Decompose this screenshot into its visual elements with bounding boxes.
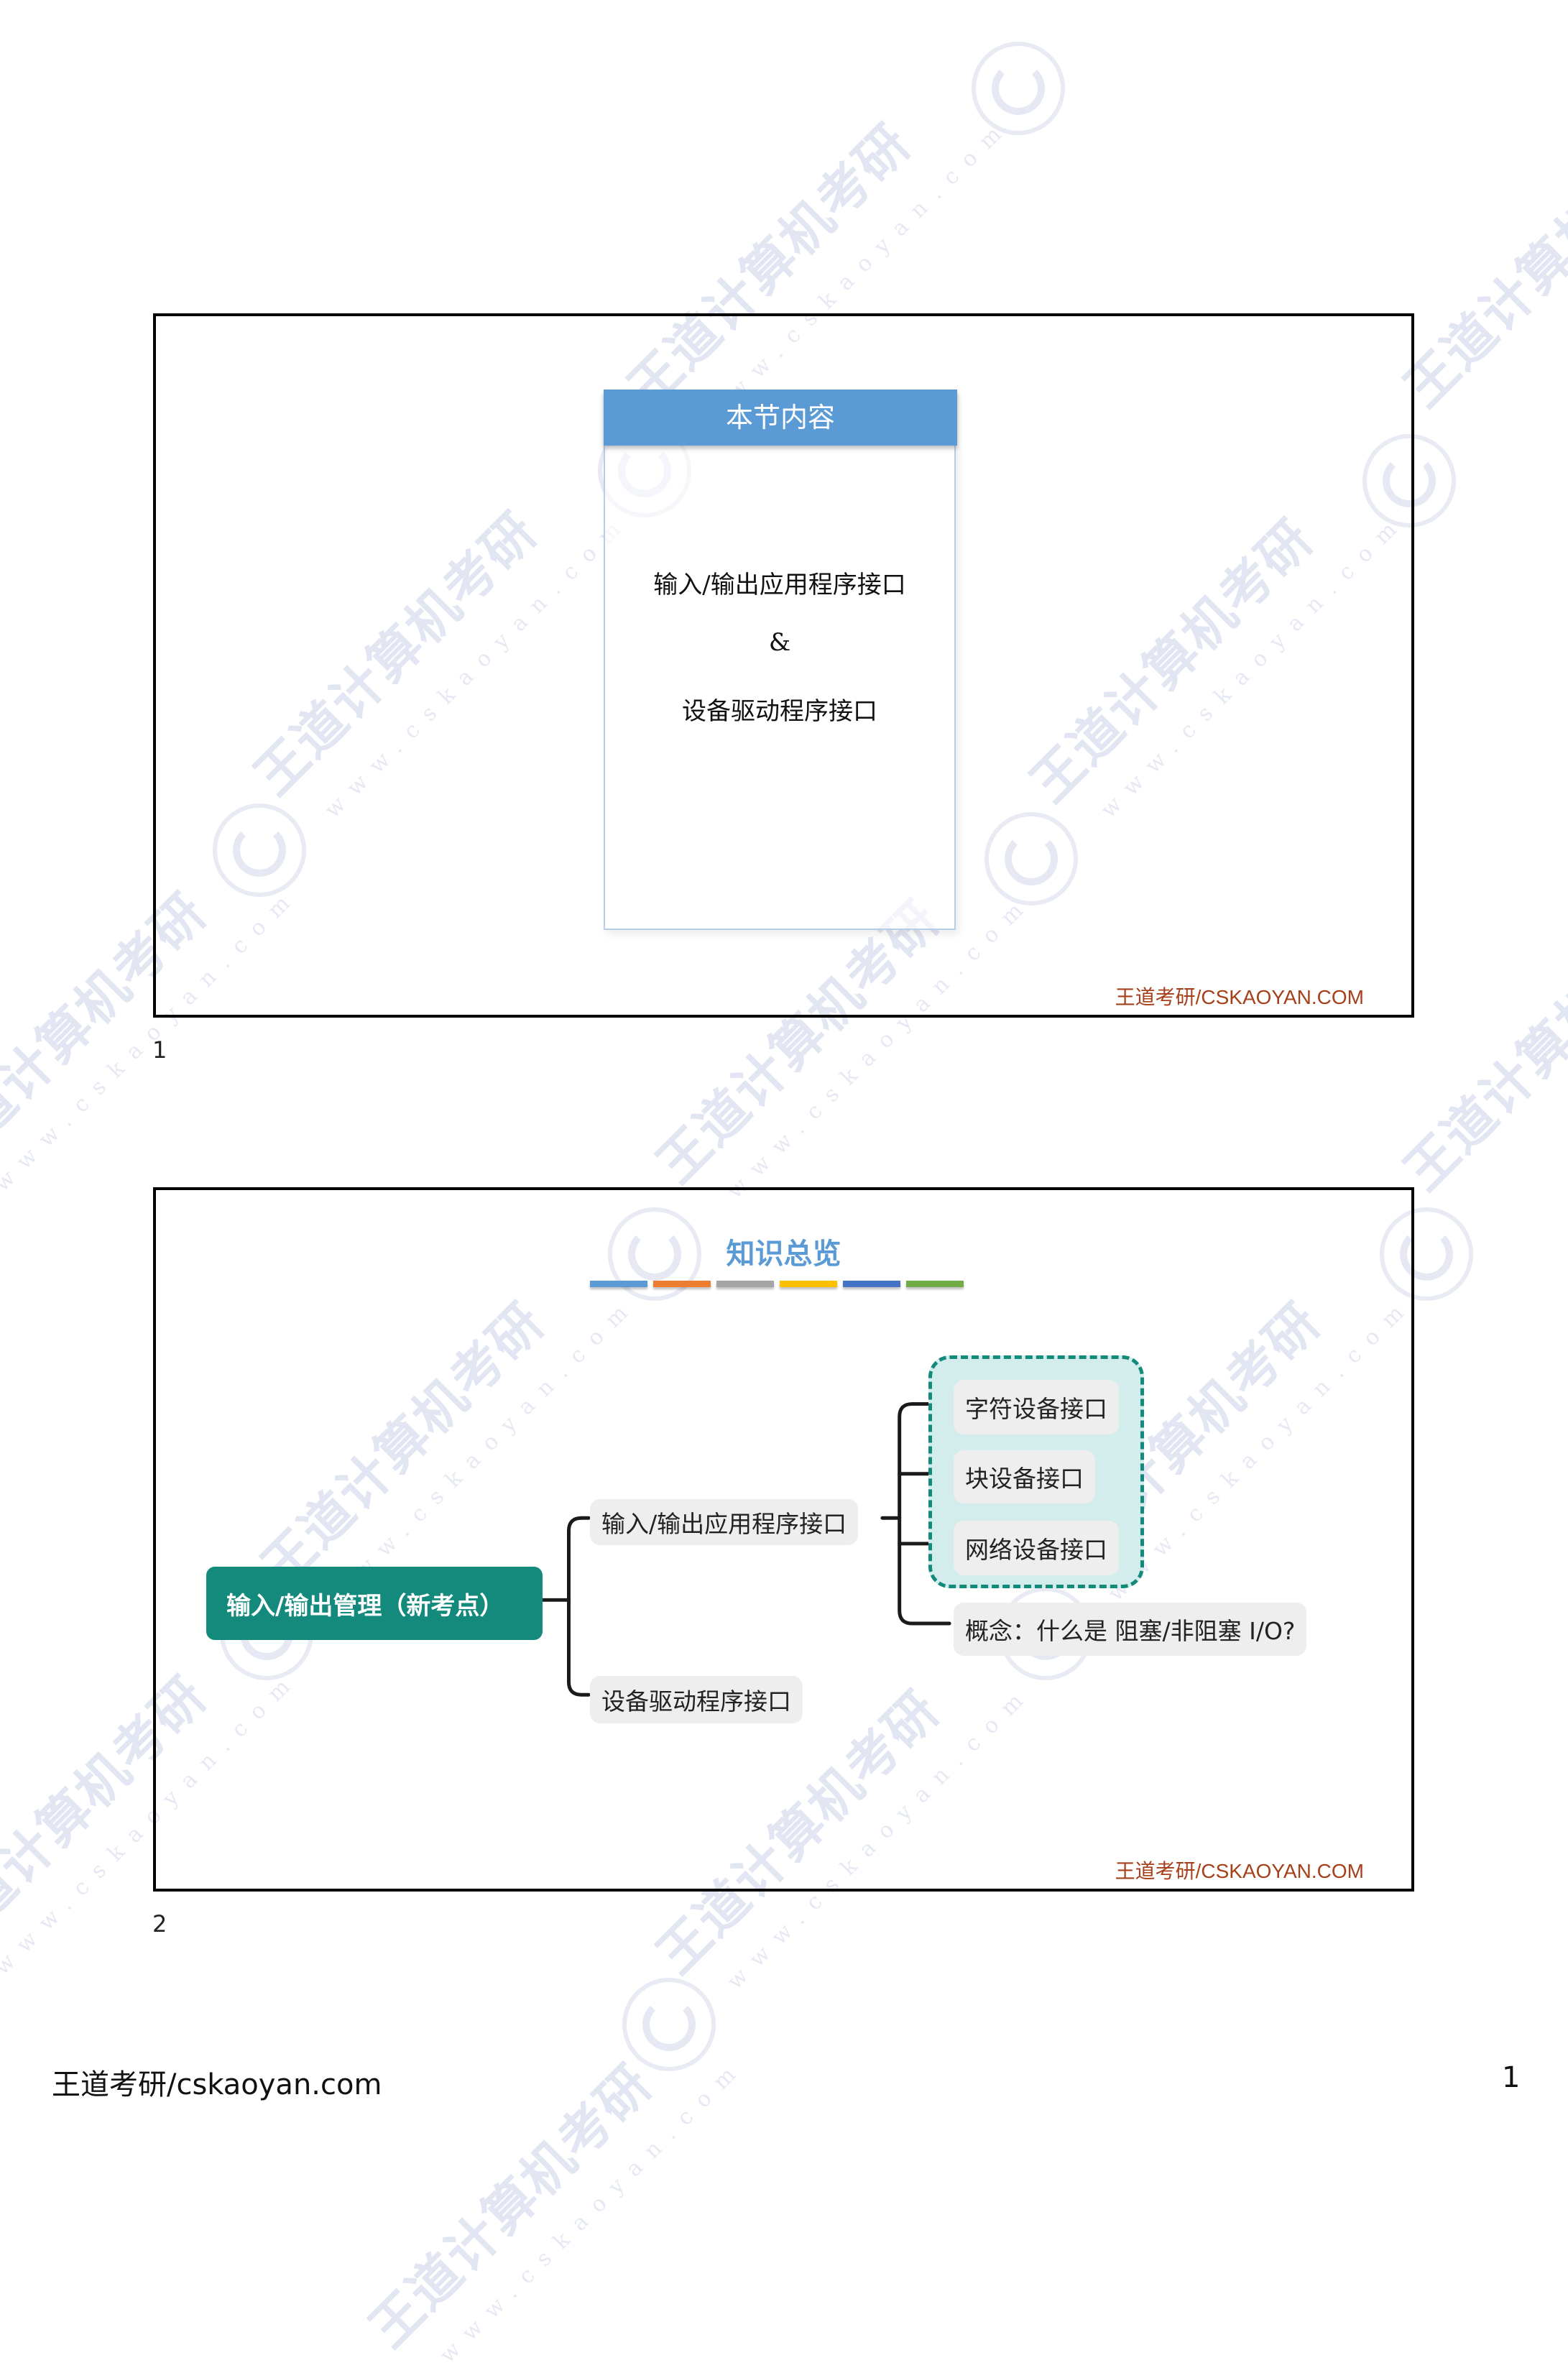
mindmap-node-network-device: 网络设备接口 <box>954 1521 1119 1575</box>
toc-header: 本节内容 <box>604 390 957 446</box>
toc-item: 输入/输出应用程序接口 <box>653 571 906 599</box>
watermark-text: 王道计算机考研 <box>357 2053 664 2359</box>
color-bar <box>906 1281 964 1287</box>
overview-title: 知识总览 <box>726 1237 841 1271</box>
slide-brand: 王道考研/CSKAOYAN.COM <box>1115 986 1364 1008</box>
footer-brand-url: /cskaoyan.com <box>167 2068 382 2101</box>
mindmap-connectors <box>540 1402 951 1697</box>
mindmap-node-driver-interface: 设备驱动程序接口 <box>590 1676 803 1723</box>
watermark-seal-icon <box>622 1978 716 2071</box>
mindmap-node-char-device: 字符设备接口 <box>954 1380 1119 1434</box>
color-bar <box>653 1281 711 1287</box>
color-bar <box>716 1281 774 1287</box>
title-color-bars <box>590 1281 964 1287</box>
slide-number: 1 <box>152 1036 167 1064</box>
toc-card: 本节内容 输入/输出应用程序接口 & 设备驱动程序接口 <box>604 390 957 930</box>
mindmap-node-io-app-interface: 输入/输出应用程序接口 <box>590 1499 859 1545</box>
watermark-url: www.cskaoyan.com <box>435 2053 750 2368</box>
page-number: 1 <box>1502 2061 1521 2094</box>
toc-item: 设备驱动程序接口 <box>682 697 877 726</box>
footer-brand-cn: 王道考研 <box>52 2068 167 2101</box>
mindmap-root-node: 输入/输出管理（新考点） <box>206 1567 543 1640</box>
color-bar <box>780 1281 837 1287</box>
color-bar <box>843 1281 900 1287</box>
mindmap-node-block-device: 块设备接口 <box>954 1450 1095 1503</box>
mindmap-node-blocking-io-concept: 概念：什么是 阻塞/非阻塞 I/O? <box>954 1603 1307 1656</box>
slide-number: 2 <box>152 1910 167 1938</box>
slide-brand: 王道考研/CSKAOYAN.COM <box>1115 1860 1364 1882</box>
slide-1: 本节内容 输入/输出应用程序接口 & 设备驱动程序接口 王道考研/CSKAOYA… <box>153 313 1414 1018</box>
slide-2: 知识总览 输入/输出管理（新考点） 输入/输出应用程序接口 设备驱动程序接口 字… <box>153 1187 1414 1892</box>
watermark-seal-icon <box>972 42 1065 135</box>
color-bar <box>590 1281 647 1287</box>
toc-ampersand: & <box>768 628 791 657</box>
page-footer-brand: 王道考研/cskaoyan.com <box>52 2061 382 2103</box>
